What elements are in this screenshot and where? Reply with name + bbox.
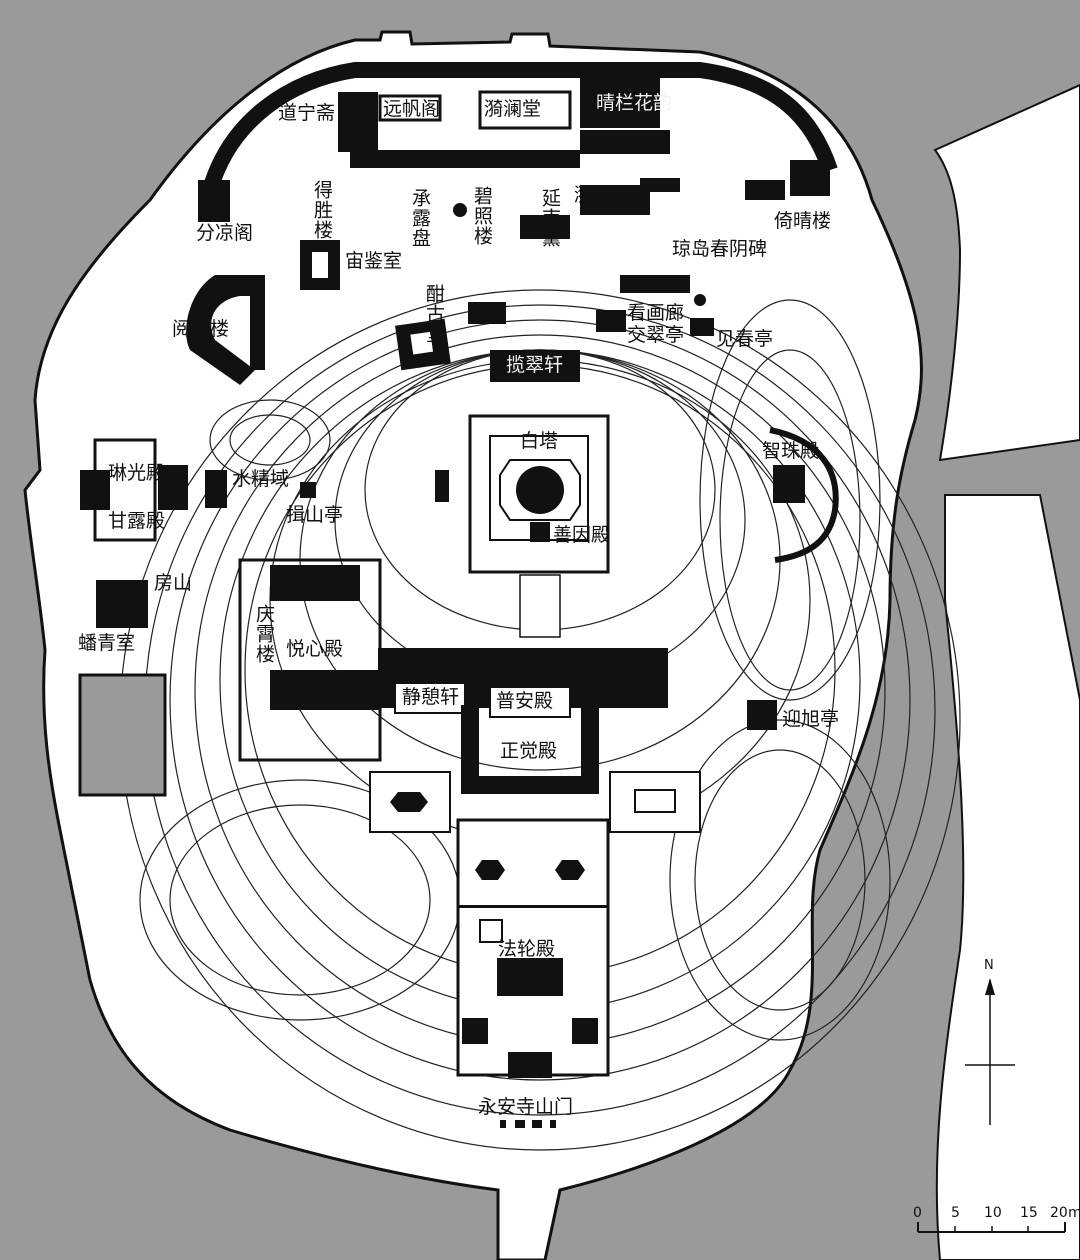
scale-bar: [917, 1222, 1066, 1233]
qingxiaolou-complex: [238, 558, 382, 762]
scale-tick-0: 0: [913, 1205, 922, 1221]
yingxuting-building: [747, 700, 777, 730]
side-courtyards: [369, 771, 701, 833]
puandian-complex: [378, 648, 668, 794]
north-corridor: [198, 62, 838, 222]
lancuixuan-building: [490, 350, 580, 382]
kanhualang-building: [596, 275, 714, 336]
ganguotang-building: [395, 302, 506, 371]
baita-enclosure: [435, 414, 610, 638]
scale-tick-5: 5: [951, 1205, 960, 1221]
north-building-row: [338, 78, 680, 239]
yongansi-axis: [456, 818, 610, 1078]
compass-north-label: N: [984, 958, 994, 973]
scale-unit: m: [1068, 1205, 1080, 1221]
linguangdian-complex: [80, 438, 316, 542]
yueguolou-building: [186, 240, 340, 385]
panqingshi-building: [78, 580, 167, 797]
scale-tick-10: 10: [984, 1205, 1002, 1221]
north-arrow: [965, 978, 1015, 1125]
scale-tick-20: 20: [1050, 1205, 1068, 1221]
scale-tick-15: 15: [1020, 1205, 1038, 1221]
shanmen-markers: [500, 1120, 556, 1128]
east-shore: [933, 83, 1080, 1260]
zhizhudian-building: [769, 427, 839, 563]
